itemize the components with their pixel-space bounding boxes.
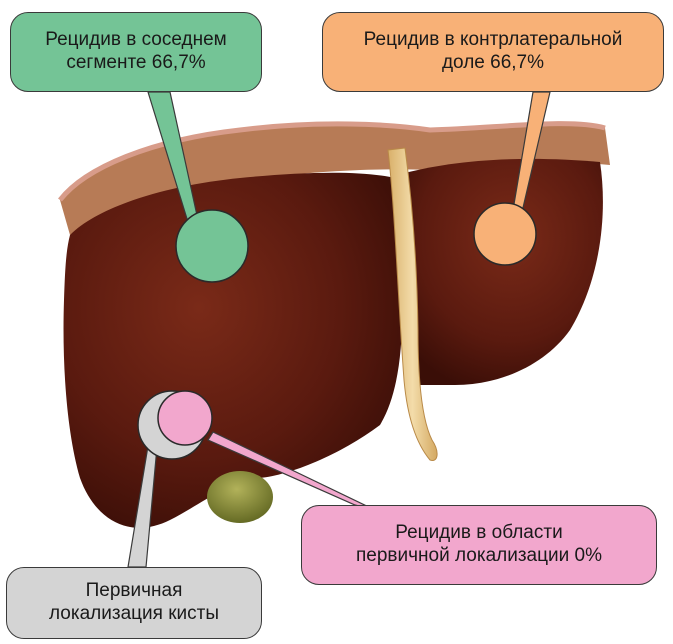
- callout-contra-line2: доле 66,7%: [442, 52, 544, 75]
- callout-primary-cyst: Первичная локализация кисты: [6, 567, 262, 639]
- liver-left-lobe: [398, 159, 603, 385]
- callout-primary-line1: Рецидив в области: [395, 522, 562, 545]
- callout-cyst-line2: локализация кисты: [49, 603, 219, 626]
- callout-contralateral-lobe: Рецидив в контрлатеральной доле 66,7%: [322, 12, 664, 92]
- marker-adjacent-segment: [176, 210, 248, 282]
- callout-adjacent-line1: Рецидив в соседнем: [45, 29, 226, 52]
- callout-cyst-line1: Первичная: [86, 580, 183, 603]
- marker-primary-site: [158, 391, 212, 445]
- callout-adjacent-line2: сегменте 66,7%: [66, 52, 205, 75]
- callout-contra-line1: Рецидив в контрлатеральной: [364, 29, 623, 52]
- callout-primary-line2: первичной локализации 0%: [356, 545, 602, 568]
- marker-contralateral-lobe: [474, 203, 536, 265]
- callout-adjacent-segment: Рецидив в соседнем сегменте 66,7%: [10, 12, 262, 92]
- callout-primary-site: Рецидив в области первичной локализации …: [301, 505, 657, 585]
- gallbladder: [207, 471, 273, 523]
